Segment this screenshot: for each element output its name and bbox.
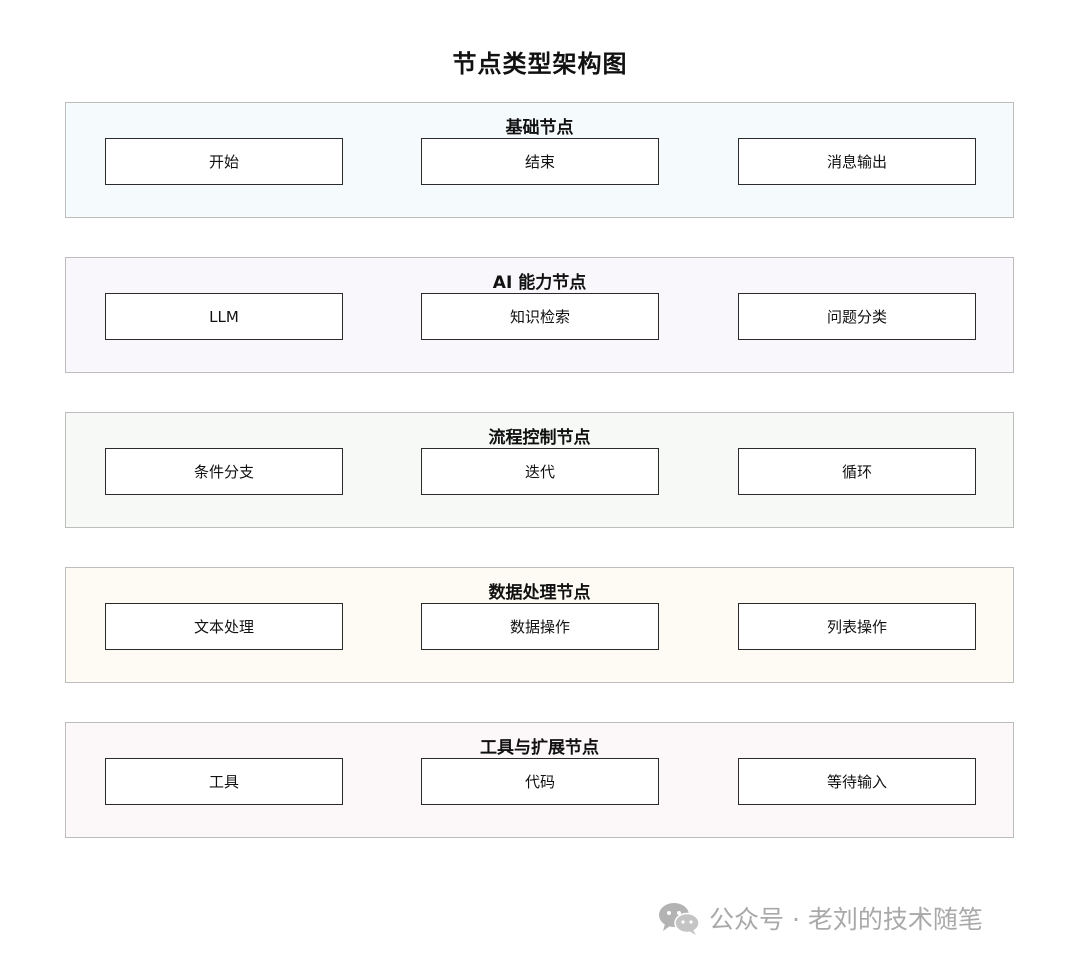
group-title: AI 能力节点 — [492, 273, 587, 293]
group-basic-nodes: 基础节点 开始 结束 消息输出 — [65, 102, 1014, 218]
node-list-operation[interactable]: 列表操作 — [738, 603, 976, 650]
group-data-processing-nodes: 数据处理节点 文本处理 数据操作 列表操作 — [65, 567, 1014, 683]
node-llm[interactable]: LLM — [105, 293, 343, 340]
group-title: 基础节点 — [505, 118, 574, 138]
group-tools-extension-nodes: 工具与扩展节点 工具 代码 等待输入 — [65, 722, 1014, 838]
diagram-title: 节点类型架构图 — [452, 50, 628, 78]
wechat-icon — [659, 903, 700, 935]
node-iteration[interactable]: 迭代 — [421, 448, 659, 495]
group-flow-control-nodes: 流程控制节点 条件分支 迭代 循环 — [65, 412, 1014, 528]
node-loop[interactable]: 循环 — [738, 448, 976, 495]
node-start[interactable]: 开始 — [105, 138, 343, 185]
node-end[interactable]: 结束 — [421, 138, 659, 185]
node-data-operation[interactable]: 数据操作 — [421, 603, 659, 650]
node-knowledge-retrieval[interactable]: 知识检索 — [421, 293, 659, 340]
watermark-text: 公众号 · 老刘的技术随笔 — [709, 905, 983, 934]
node-message-output[interactable]: 消息输出 — [738, 138, 976, 185]
group-title: 工具与扩展节点 — [480, 738, 599, 758]
group-ai-nodes: AI 能力节点 LLM 知识检索 问题分类 — [65, 257, 1014, 373]
group-title: 数据处理节点 — [488, 583, 591, 603]
node-question-classifier[interactable]: 问题分类 — [738, 293, 976, 340]
watermark: 公众号 · 老刘的技术随笔 — [657, 898, 983, 938]
node-wait-input[interactable]: 等待输入 — [738, 758, 976, 805]
node-tool[interactable]: 工具 — [105, 758, 343, 805]
group-title: 流程控制节点 — [488, 428, 591, 448]
node-text-processing[interactable]: 文本处理 — [105, 603, 343, 650]
node-condition-branch[interactable]: 条件分支 — [105, 448, 343, 495]
node-code[interactable]: 代码 — [421, 758, 659, 805]
